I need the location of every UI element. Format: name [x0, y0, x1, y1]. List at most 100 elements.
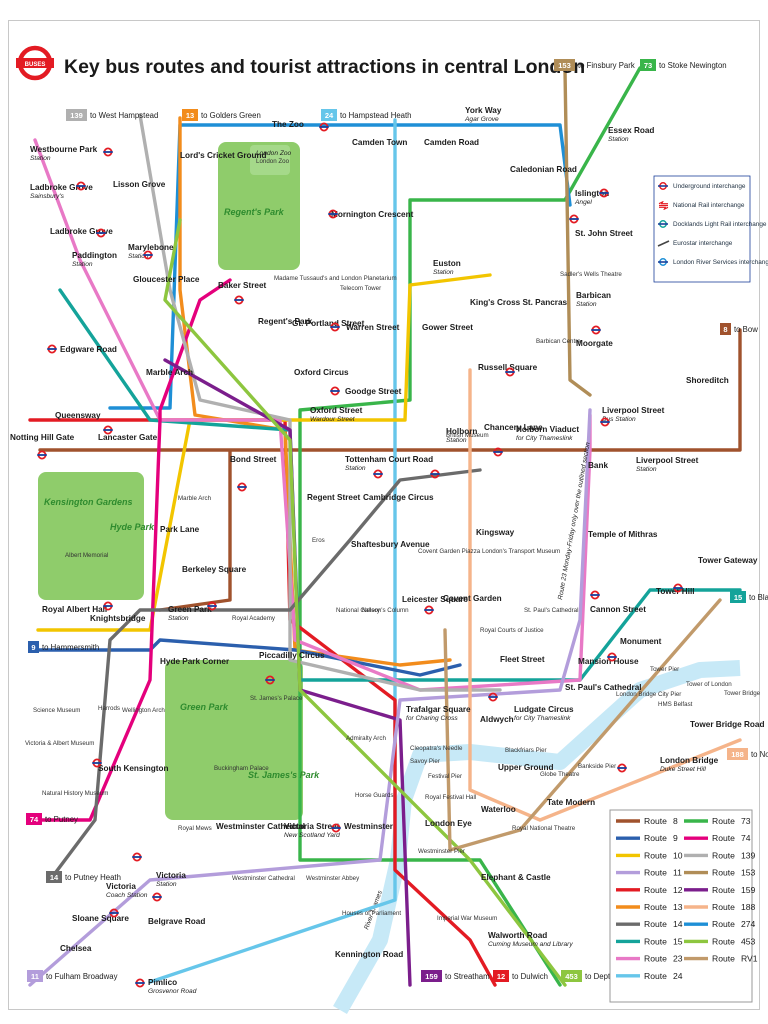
green-park-area — [165, 660, 303, 820]
stop-name: St. John Street — [575, 229, 633, 238]
stop-name: Bank — [588, 461, 608, 470]
legend-prefix: Route — [644, 833, 667, 843]
route-badge — [561, 970, 582, 982]
route-badge-number: 14 — [50, 873, 59, 882]
stop-name: Gower Street — [422, 323, 473, 332]
attraction-royal-festival-hall: Royal Festival Hall — [425, 794, 476, 801]
stop-gower-street-47: Gower Street — [422, 323, 473, 332]
legend-route-number: 139 — [741, 850, 756, 860]
stop-name: Victoria — [106, 882, 136, 891]
stop-cannon-street-29: Cannon Street — [590, 605, 646, 614]
stop-name: Regent Street — [307, 493, 361, 502]
underground-roundel-icon — [37, 450, 47, 460]
underground-roundel-icon — [373, 469, 383, 479]
river-thames — [333, 660, 741, 1014]
attraction-savoy-pier: Savoy Pier — [410, 758, 440, 765]
route-badge — [554, 59, 575, 71]
legend-route-number: 188 — [741, 902, 756, 912]
underground-roundel-icon — [103, 147, 113, 157]
stop-name: Mornington Crescent — [331, 210, 414, 219]
legend-prefix: Route — [712, 954, 735, 964]
legend-prefix: Route — [712, 868, 735, 878]
stop-name: Holborn — [446, 427, 477, 436]
route-74-line — [28, 278, 232, 822]
stop-south-kensington-67: South Kensington — [98, 764, 169, 773]
stop-fleet-street-38: Fleet Street — [500, 655, 545, 664]
stop-bond-street-59: Bond Street — [230, 455, 277, 464]
route-badge-number: 15 — [734, 593, 742, 602]
symbol-key-box — [653, 175, 751, 283]
underground-roundel-icon — [135, 978, 145, 988]
terminus-label: to Streatham — [445, 972, 490, 981]
stop-name: Sloane Square — [72, 914, 129, 923]
stop-cambridge-circus-56: Cambridge Circus — [363, 493, 434, 502]
stop-mornington-crescent-50: Mornington Crescent — [331, 210, 414, 219]
legend-route-139: Route 139 — [684, 850, 756, 860]
stop-aldwych-39: Aldwych — [480, 715, 514, 724]
stop-name: Marylebone — [128, 243, 174, 252]
stop-monument-30: Monument — [620, 637, 662, 646]
stop-temple-of-mithras-28: Temple of Mithras — [588, 530, 658, 539]
route-15-line — [58, 288, 742, 682]
attraction-victoria-albert-museum: Victoria & Albert Museum — [25, 740, 94, 747]
legend-prefix: Route — [644, 885, 667, 895]
stop-subtitle: Angel — [574, 199, 592, 206]
stop-name: Camden Road — [424, 138, 479, 147]
stop-subtitle: Bus Station — [602, 416, 636, 423]
route-badge — [727, 748, 748, 760]
stop-subtitle: Station — [168, 615, 189, 622]
route-badge — [640, 59, 656, 71]
route-73-line — [298, 66, 642, 987]
park-label-regents: Regent's Park — [224, 207, 285, 217]
stop-edgware-road-4: Edgware Road — [60, 345, 117, 354]
stop-name: Edgware Road — [60, 345, 117, 354]
legend-route-number: 73 — [741, 816, 751, 826]
attraction-tower-pier: Tower Pier — [650, 666, 679, 673]
stop-chancery-lane-41: Chancery Lane — [484, 423, 543, 432]
attraction-horse-guards: Horse Guards — [355, 792, 394, 799]
stop-lord-s-cricket-ground-13: Lord's Cricket Ground — [180, 151, 267, 160]
stop-name: Tower Gateway — [698, 556, 758, 565]
underground-roundel-icon — [617, 763, 627, 773]
stop-name: The Zoo — [272, 120, 304, 129]
attraction-hms-belfast: HMS Belfast — [658, 701, 693, 708]
roundel-bar — [658, 261, 668, 263]
stop-subtitle: Station — [608, 136, 629, 143]
route-11-line — [28, 408, 592, 987]
terminus-label: to Golders Green — [201, 111, 261, 120]
stop-name: Pimlico — [148, 978, 177, 987]
legend-route-number: 74 — [741, 833, 751, 843]
legend-route-number: 11 — [673, 868, 682, 878]
attraction-sadler-s-wells-theatre: Sadler's Wells Theatre — [560, 271, 622, 278]
attraction-festival-pier: Festival Pier — [428, 773, 462, 780]
legend-route-number: 453 — [741, 936, 756, 946]
stop-king-s-cross-st-pancras-45: King's Cross St. Pancras — [470, 298, 567, 307]
attraction-london-bridge-city-pier: London Bridge City Pier — [616, 691, 681, 698]
legend-prefix: Route — [712, 850, 735, 860]
legend-prefix: Route — [644, 919, 667, 929]
stop-moorgate-23: Moorgate — [576, 339, 613, 348]
stop-name: Kennington Road — [335, 950, 403, 959]
stop-name: Euston — [433, 259, 461, 268]
terminus-label: to Stoke Newington — [659, 61, 727, 70]
stop-name: Covent Garden — [443, 594, 502, 603]
legend-prefix: Route — [644, 971, 667, 981]
stop-name: Shoreditch — [686, 376, 729, 385]
stop-name: Waterloo — [481, 805, 516, 814]
attraction-royal-mews: Royal Mews — [178, 825, 212, 832]
attraction-royal-national-theatre: Royal National Theatre — [512, 825, 576, 832]
stop-st-john-street-21: St. John Street — [575, 229, 633, 238]
route-badge-number: 188 — [731, 750, 744, 759]
